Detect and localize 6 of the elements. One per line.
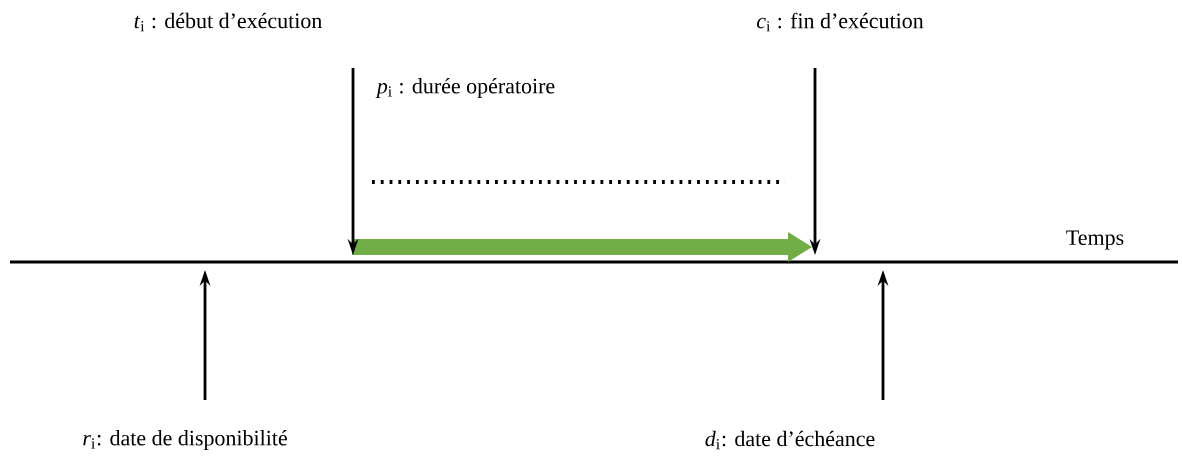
caption-text: r$_{i}$: date de disponibilité bbox=[83, 430, 287, 450]
label-text: p$_{i}$ : durée opératoire bbox=[375, 78, 555, 98]
caption-text: d$_{i}$: date d’échéance bbox=[705, 430, 875, 450]
caption-text: t$_{i}$ : début d’exécution bbox=[134, 12, 322, 32]
caption-text: c$_{i}$ : fin d’exécution bbox=[757, 12, 924, 32]
label-text: Temps bbox=[1066, 230, 1124, 250]
